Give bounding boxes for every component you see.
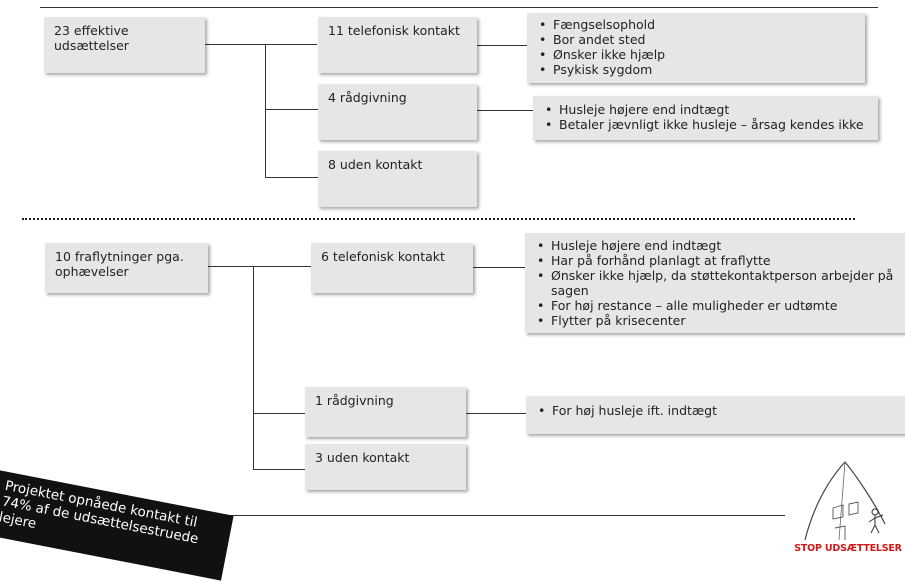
note-item: Bor andet sted (537, 32, 855, 47)
note-item: For høj restance – alle muligheder er ud… (535, 298, 895, 313)
note-item: For høj husleje ift. indtægt (536, 403, 895, 418)
branch-label: 3 uden kontakt (315, 450, 410, 465)
note-box-advice-4: Husleje højere end indtægt Betaler jævnl… (533, 96, 878, 140)
logo-text: STOP UDSÆTTELSER (794, 543, 902, 554)
connector (205, 44, 317, 45)
root-label: 10 fraflytninger pga. ophævelser (55, 249, 184, 279)
branch-advice-1: 1 rådgivning (305, 387, 466, 437)
connector (253, 413, 305, 414)
connector (473, 267, 525, 268)
branch-label: 6 telefonisk kontakt (321, 249, 445, 264)
note-item: Ønsker ikke hjælp (537, 47, 855, 62)
note-item: Ønsker ikke hjælp, da støttekontaktperso… (535, 268, 895, 298)
note-item: Psykisk sygdom (537, 62, 855, 77)
note-box-advice-1: For høj husleje ift. indtægt (526, 396, 905, 434)
connector (265, 44, 266, 177)
connector (253, 469, 305, 470)
note-item: Har på forhånd planlagt at fraflytte (535, 253, 895, 268)
root-node-move-outs: 10 fraflytninger pga. ophævelser (45, 243, 208, 293)
banner-text: Projektet opnåede kontakt til 74% af de … (0, 477, 200, 548)
connector (477, 45, 527, 46)
branch-no-contact-3: 3 uden kontakt (305, 444, 466, 490)
connector (477, 110, 533, 111)
branch-advice-4: 4 rådgivning (318, 84, 477, 140)
stop-eviction-logo: STOP UDSÆTTELSER (793, 456, 903, 558)
note-item: Husleje højere end indtægt (543, 102, 868, 117)
house-logo-icon (804, 461, 886, 541)
connector (208, 266, 311, 267)
section-divider (22, 218, 855, 220)
branch-no-contact-8: 8 uden kontakt (318, 151, 477, 207)
branch-label: 11 telefonisk kontakt (328, 23, 460, 38)
bottom-rule (230, 515, 785, 516)
root-label: 23 effektive udsættelser (54, 23, 129, 53)
branch-label: 1 rådgivning (315, 393, 394, 408)
note-item: Flytter på krisecenter (535, 313, 895, 328)
top-rule (40, 7, 878, 8)
connector (265, 109, 318, 110)
root-node-effective-evictions: 23 effektive udsættelser (44, 17, 205, 73)
branch-label: 4 rådgivning (328, 90, 407, 105)
branch-phone-contact-6: 6 telefonisk kontakt (311, 243, 473, 293)
note-box-phone-contact-11: Fængselsophold Bor andet sted Ønsker ikk… (527, 13, 865, 83)
connector (253, 266, 254, 469)
connector (466, 413, 526, 414)
note-item: Husleje højere end indtægt (535, 238, 895, 253)
connector (265, 177, 318, 178)
branch-label: 8 uden kontakt (328, 157, 423, 172)
note-item: Betaler jævnligt ikke husleje – årsag ke… (543, 117, 868, 132)
note-box-phone-contact-6: Husleje højere end indtægt Har på forhån… (525, 233, 905, 333)
branch-phone-contact-11: 11 telefonisk kontakt (318, 17, 477, 73)
result-banner: Projektet opnåede kontakt til 74% af de … (0, 470, 234, 581)
note-item: Fængselsophold (537, 17, 855, 32)
